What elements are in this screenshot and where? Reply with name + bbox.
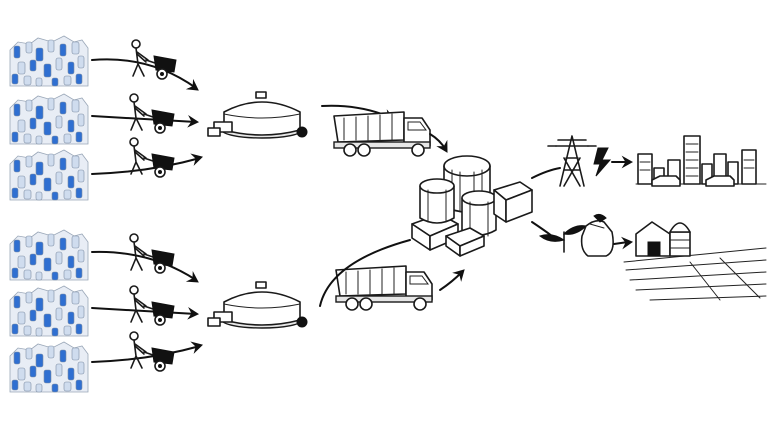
- dump-truck-icon: [335, 265, 433, 311]
- bottle-pile-row-5: [9, 285, 89, 337]
- lightning-bolt-icon: [593, 147, 612, 177]
- collection-flow-row-5: [91, 285, 199, 326]
- collection-flow-row-2: [91, 93, 199, 134]
- digester-tank-icon: [207, 91, 308, 139]
- person-with-cart-icon: [129, 331, 175, 372]
- person-with-cart-icon: [129, 233, 175, 274]
- bottle-pile-row-3: [9, 149, 89, 201]
- fertilizer-output-arrow: [531, 221, 553, 237]
- collection-flow-row-6: [91, 331, 204, 372]
- delivery-arrow-top: [429, 133, 452, 155]
- bottle-pile-row-1: [9, 35, 89, 87]
- power-arrow: [611, 156, 633, 168]
- collection-flow-row-3: [91, 137, 204, 178]
- city-skyline-icon: [635, 135, 767, 187]
- farm-barn-icon: [623, 221, 767, 301]
- bottle-pile-row-4: [9, 229, 89, 281]
- bottle-pile-row-2: [9, 93, 89, 145]
- processing-plant-icon: [411, 155, 533, 257]
- person-with-cart-icon: [129, 93, 175, 134]
- person-with-cart-icon: [129, 285, 175, 326]
- delivery-arrow-bottom: [319, 239, 469, 307]
- dump-truck-icon: [333, 111, 431, 157]
- fertilizer-arrow: [613, 236, 634, 249]
- plant-sprout-icon: [538, 225, 588, 253]
- energy-output-arrow: [531, 167, 561, 179]
- collection-flow-row-4: [91, 233, 202, 287]
- bottle-pile-row-6: [9, 341, 89, 393]
- fertilizer-sack-icon: [580, 213, 614, 257]
- digester-tank-icon: [207, 281, 308, 329]
- collection-flow-row-1: [91, 39, 202, 95]
- power-pylon-icon: [547, 135, 597, 187]
